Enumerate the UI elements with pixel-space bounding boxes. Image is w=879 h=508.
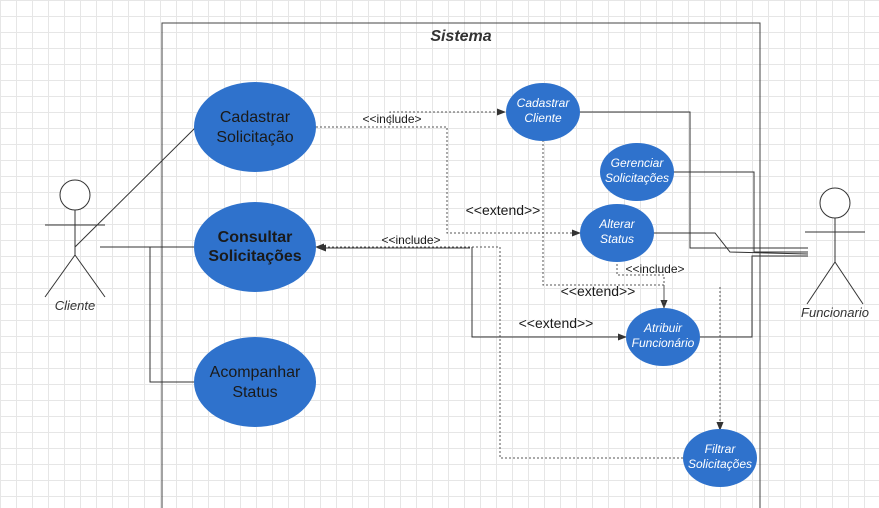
actor-cliente[interactable] <box>44 179 106 298</box>
uc-label-line2: Funcionário <box>632 336 695 350</box>
uc-label-line1: Gerenciar <box>611 156 665 170</box>
uc-label-line1: Acompanhar <box>210 364 301 381</box>
use-case-cadastrar-solicitacao[interactable]: Cadastrar Solicitação <box>194 82 316 172</box>
uc-label-line1: Atribuir <box>643 321 683 335</box>
extend-atribuir-consultar <box>471 247 627 341</box>
system-boundary[interactable] <box>161 22 761 508</box>
uc-label-line1: Cadastrar <box>517 96 571 110</box>
actor-head <box>819 187 851 219</box>
uc-label-line2: Status <box>600 232 634 246</box>
assoc-cadcliente-func <box>580 111 808 249</box>
assoc-cliente-cadastrar <box>74 126 197 248</box>
uc-label-line1: Filtrar <box>705 442 737 456</box>
uc-label-line2: Solicitações <box>208 248 301 265</box>
uc-label-line1: Alterar <box>598 217 635 231</box>
actor-funcionario-label: Funcionario <box>801 305 869 320</box>
include-consultar-filtrar <box>315 243 684 459</box>
include-label-3: <<include> <box>625 262 684 276</box>
extend-label-2: <<extend>> <box>561 283 636 299</box>
uc-label-line2: Status <box>232 384 277 401</box>
actor-cliente-label: Cliente <box>55 298 95 313</box>
assoc-alterar-func <box>652 232 809 255</box>
extend-alterar-cadsolic <box>316 126 581 237</box>
use-case-acompanhar-status[interactable]: Acompanhar Status <box>194 337 316 427</box>
assoc-gerenciar-func <box>672 171 808 253</box>
uc-label-line2: Solicitações <box>605 171 669 185</box>
extend-label-3: <<extend>> <box>519 315 594 331</box>
extend-arrows <box>317 244 627 341</box>
extend-cadcliente-atribuir <box>542 140 668 309</box>
uc-label-line1: Cadastrar <box>220 109 291 126</box>
use-case-alterar-status[interactable]: Alterar Status <box>580 204 654 262</box>
associations <box>74 111 809 383</box>
uc-label-line2: Cliente <box>524 111 562 125</box>
dependencies <box>315 108 724 459</box>
uc-label-line2: Solicitações <box>688 457 752 471</box>
assoc-cliente-acompanhar <box>100 246 194 383</box>
assoc-atribuir-func <box>700 255 808 338</box>
actor-funcionario[interactable] <box>805 187 865 305</box>
uc-label-line2: Solicitação <box>216 129 293 146</box>
actor-head <box>59 179 91 211</box>
include-label-1: <<include> <box>362 112 421 126</box>
use-case-cadastrar-cliente[interactable]: Cadastrar Cliente <box>506 83 580 141</box>
use-case-consultar-solicitacoes[interactable]: Consultar Solicitações <box>194 202 316 292</box>
system-title: Sistema <box>430 28 491 45</box>
uc-label-line1: Consultar <box>218 229 293 246</box>
use-case-gerenciar-solicitacoes[interactable]: Gerenciar Solicitações <box>600 143 674 201</box>
use-case-atribuir-funcionario[interactable]: Atribuir Funcionário <box>626 308 700 366</box>
include-label-2: <<include> <box>381 233 440 247</box>
extend-label-1: <<extend>> <box>466 202 541 218</box>
use-case-filtrar-solicitacoes[interactable]: Filtrar Solicitações <box>683 429 757 487</box>
